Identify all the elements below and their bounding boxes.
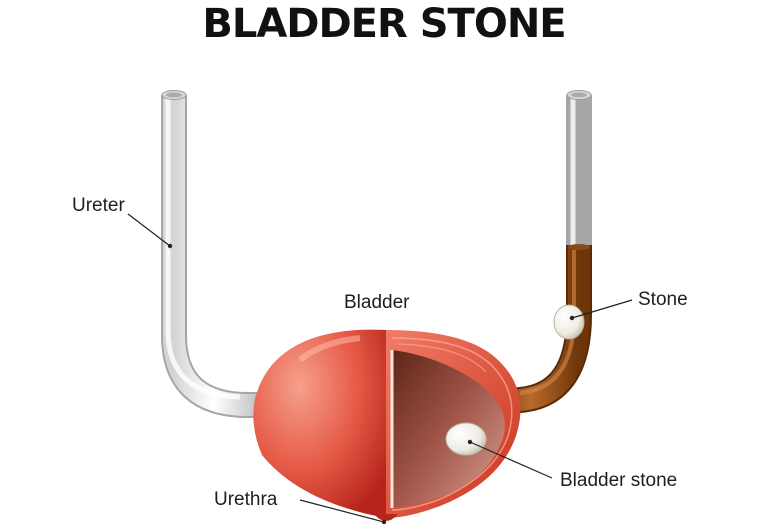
- urethra-leader-line: [299, 499, 385, 523]
- page-title: BLADDER STONE: [202, 1, 566, 47]
- bladder-stone-leader-line: [469, 441, 553, 479]
- ureter-label: Ureter: [72, 195, 125, 216]
- bladder-outer: [253, 329, 386, 518]
- bladder-stone: [445, 422, 487, 456]
- stone-leader-line: [571, 299, 633, 319]
- ureter-leader-line: [127, 213, 171, 247]
- stone-label: Stone: [638, 289, 688, 310]
- urethra-label: Urethra: [214, 489, 278, 510]
- ureter-stone: [553, 304, 585, 340]
- urethra: [374, 514, 398, 521]
- bladder-cavity: [392, 350, 505, 508]
- left-ureter: [161, 90, 271, 420]
- bladder-stone-label: Bladder stone: [560, 470, 678, 491]
- bladder-label: Bladder: [344, 292, 410, 313]
- right-ureter: [566, 90, 592, 250]
